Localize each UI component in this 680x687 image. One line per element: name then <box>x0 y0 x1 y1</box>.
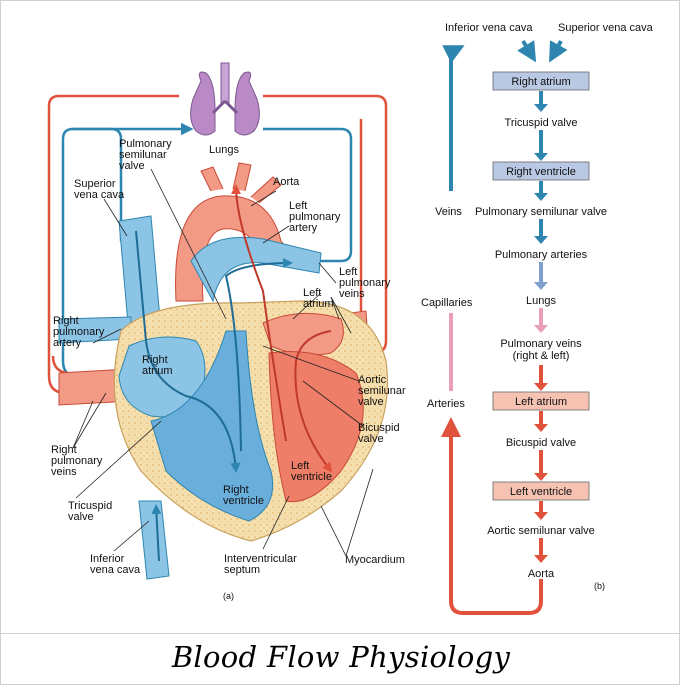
flow-arrow-head <box>534 512 548 520</box>
label-right-pulmonary-veins: Right pulmonary veins <box>51 444 105 478</box>
flow-arrow-head <box>534 555 548 563</box>
flow-step-label: Aorta <box>528 568 555 580</box>
label-myocardium: Myocardium <box>345 554 405 566</box>
red-flow-arrow-2 <box>231 184 287 442</box>
flow-step-box <box>492 161 590 181</box>
right-ventricle-chamber <box>150 330 274 522</box>
flow-step-label: Right atrium <box>511 76 570 88</box>
flow-arrow-head <box>534 193 548 201</box>
flow-arrow-head <box>534 104 548 112</box>
top-arrow-left <box>517 39 537 63</box>
label-interventricular-septum: Interventricular septum <box>224 553 300 576</box>
flow-step-box <box>492 481 590 501</box>
blue-flow-arrow <box>135 230 241 473</box>
label-veins: Veins <box>435 206 462 218</box>
left-ventricle-chamber <box>268 351 364 503</box>
flow-step-label: Right ventricle <box>506 166 576 178</box>
label-aortic-semilunar-valve: Aortic semilunar valve <box>358 374 409 408</box>
label-aorta: Aorta <box>273 176 300 188</box>
flow-step-label: Lungs <box>526 295 556 307</box>
part-label-a: (a) <box>223 591 234 601</box>
label-left-pulmonary-veins: Left pulmonary veins <box>339 266 393 300</box>
flow-arrow-head <box>534 383 548 391</box>
blue-flow-arrow-3 <box>224 258 293 452</box>
flow-step-label: Aortic semilunar valve <box>487 525 595 537</box>
flow-step-label: Left atrium <box>515 396 567 408</box>
label-superior-vena-cava: Superior vena cava <box>74 178 125 201</box>
label-capillaries: Capillaries <box>421 297 473 309</box>
flow-arrow-head <box>534 424 548 432</box>
label-arteries: Arteries <box>427 398 465 410</box>
label-right-atrium: Right atrium <box>142 354 173 377</box>
flow-arrow-head <box>534 236 548 244</box>
label-inferior-vena-cava-top: Inferior vena cava <box>445 22 533 34</box>
red-flow-arrow <box>294 330 333 473</box>
flow-step-label: Tricuspid valve <box>505 117 578 129</box>
label-right-ventricle: Right ventricle <box>223 484 264 507</box>
pulmonary-trunk <box>190 236 322 303</box>
flow-arrow-head <box>534 325 548 333</box>
flow-step-box <box>492 391 590 411</box>
caption-bar: Blood Flow Physiology <box>1 633 680 687</box>
flow-step-label: Pulmonary semilunar valve <box>475 206 607 218</box>
part-label-b: (b) <box>594 581 605 591</box>
label-tricuspid-valve: Tricuspid valve <box>68 500 115 523</box>
flow-arrow-head <box>534 282 548 290</box>
flow-arrow-head <box>534 473 548 481</box>
flow-step-label: Left ventricle <box>510 486 572 498</box>
label-lungs: Lungs <box>209 144 239 156</box>
heart-diagram: Lungs Pulmonary semilunar valve Aorta Su… <box>47 62 409 601</box>
label-right-pulmonary-artery: Right pulmonary artery <box>53 315 107 349</box>
heart-labels: Lungs Pulmonary semilunar valve Aorta Su… <box>51 138 409 601</box>
label-left-ventricle: Left ventricle <box>291 460 332 483</box>
aorta-branches <box>200 162 282 204</box>
flowchart: Inferior vena cava Superior vena cava Ri… <box>421 22 654 615</box>
label-inferior-vena-cava: Inferior vena cava <box>90 553 141 576</box>
flow-step-label: Pulmonary arteries <box>495 249 588 261</box>
flow-step-label: Pulmonary veins(right & left) <box>500 338 582 362</box>
lungs-illustration <box>190 62 260 136</box>
aortic-arch <box>175 195 298 302</box>
blood-flow-figure: Lungs Pulmonary semilunar valve Aorta Su… <box>47 22 654 615</box>
flow-step-box <box>492 71 590 91</box>
label-bicuspid-valve: Bicuspid valve <box>358 422 403 445</box>
inferior-vena-cava-vessel <box>138 500 170 580</box>
label-left-pulmonary-artery: Left pulmonary artery <box>289 200 343 234</box>
blue-flow-arrow-2 <box>151 504 162 562</box>
flow-step-label: Bicuspid valve <box>506 437 576 449</box>
label-superior-vena-cava-top: Superior vena cava <box>558 22 654 34</box>
top-arrow-right <box>549 40 568 63</box>
return-loop-red <box>441 417 543 615</box>
veins-return-line <box>442 45 465 191</box>
label-pulmonary-semilunar-valve: Pulmonary semilunar valve <box>119 138 175 172</box>
label-left-atrium: Left atrium <box>303 287 334 310</box>
flow-arrows <box>534 91 548 563</box>
inner-blue-loop-right <box>263 127 353 263</box>
figure-caption: Blood Flow Physiology <box>171 640 511 674</box>
flow-arrow-head <box>534 153 548 161</box>
